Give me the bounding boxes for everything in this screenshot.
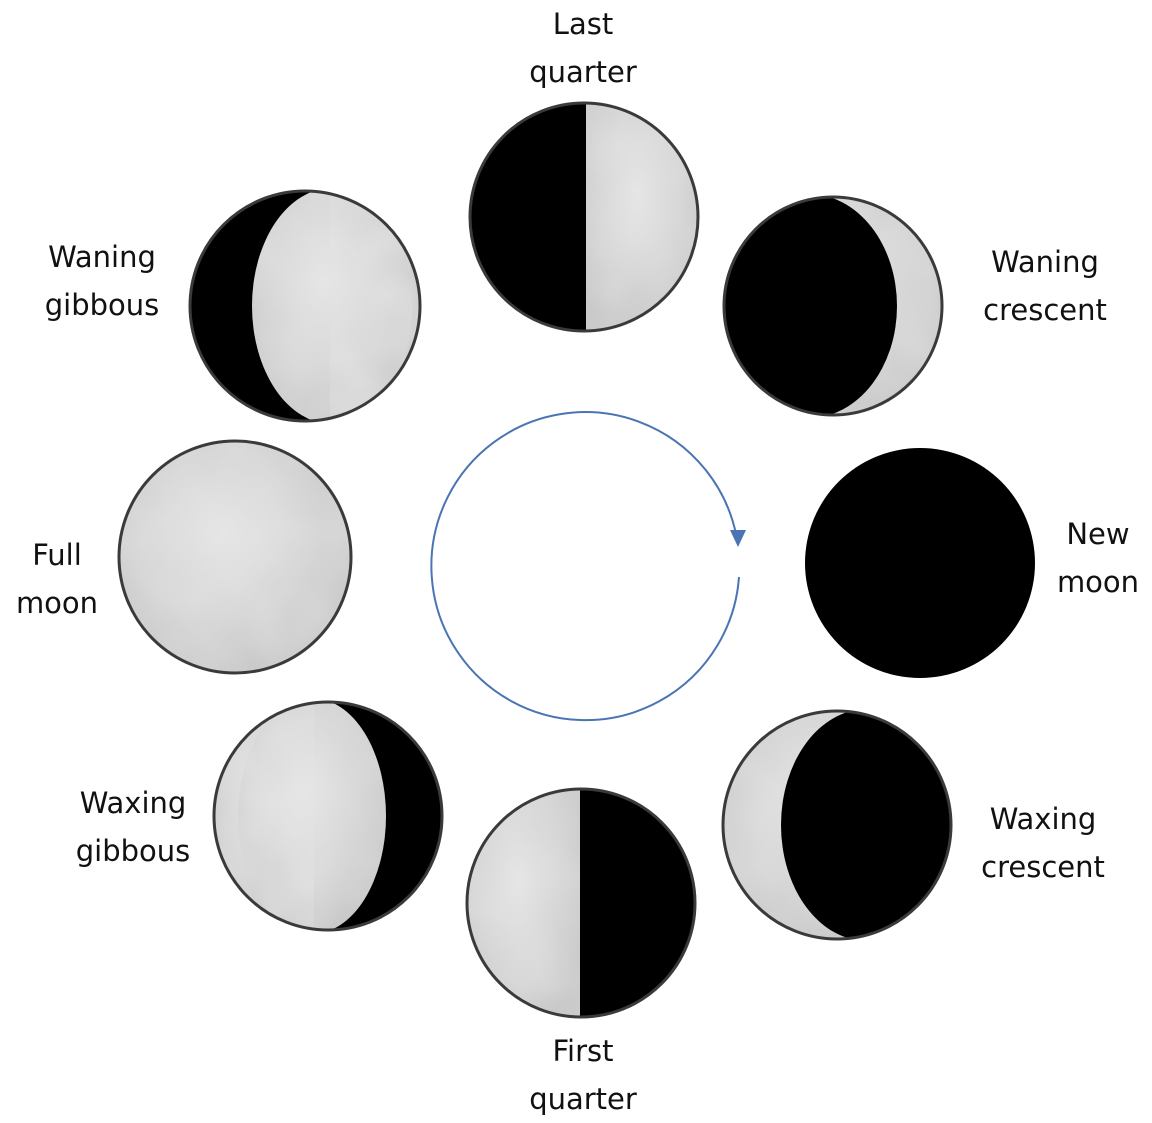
first-quarter-moon-icon [465, 787, 697, 1019]
label-new-moon: New moon [1056, 517, 1140, 599]
label-full-moon: Full moon [15, 538, 99, 620]
label-first-quarter: First quarter [529, 1034, 637, 1116]
label-waxing-gibbous: Waxing gibbous [75, 786, 191, 868]
label-last-quarter: Last quarter [529, 7, 637, 89]
waning-crescent-moon-icon [722, 195, 944, 417]
label-waning-crescent: Waning crescent [983, 245, 1107, 327]
waxing-crescent-moon-icon [721, 709, 953, 941]
label-waning-gibbous: Waning gibbous [44, 240, 160, 322]
waning-gibbous-moon-icon [188, 189, 422, 423]
waxing-gibbous-moon-icon [212, 700, 444, 932]
last-quarter-moon-icon [468, 101, 700, 333]
new-moon-icon [805, 448, 1035, 678]
full-moon-icon [117, 439, 353, 675]
cycle-arrow-icon [430, 411, 746, 722]
label-waxing-crescent: Waxing crescent [981, 802, 1105, 884]
